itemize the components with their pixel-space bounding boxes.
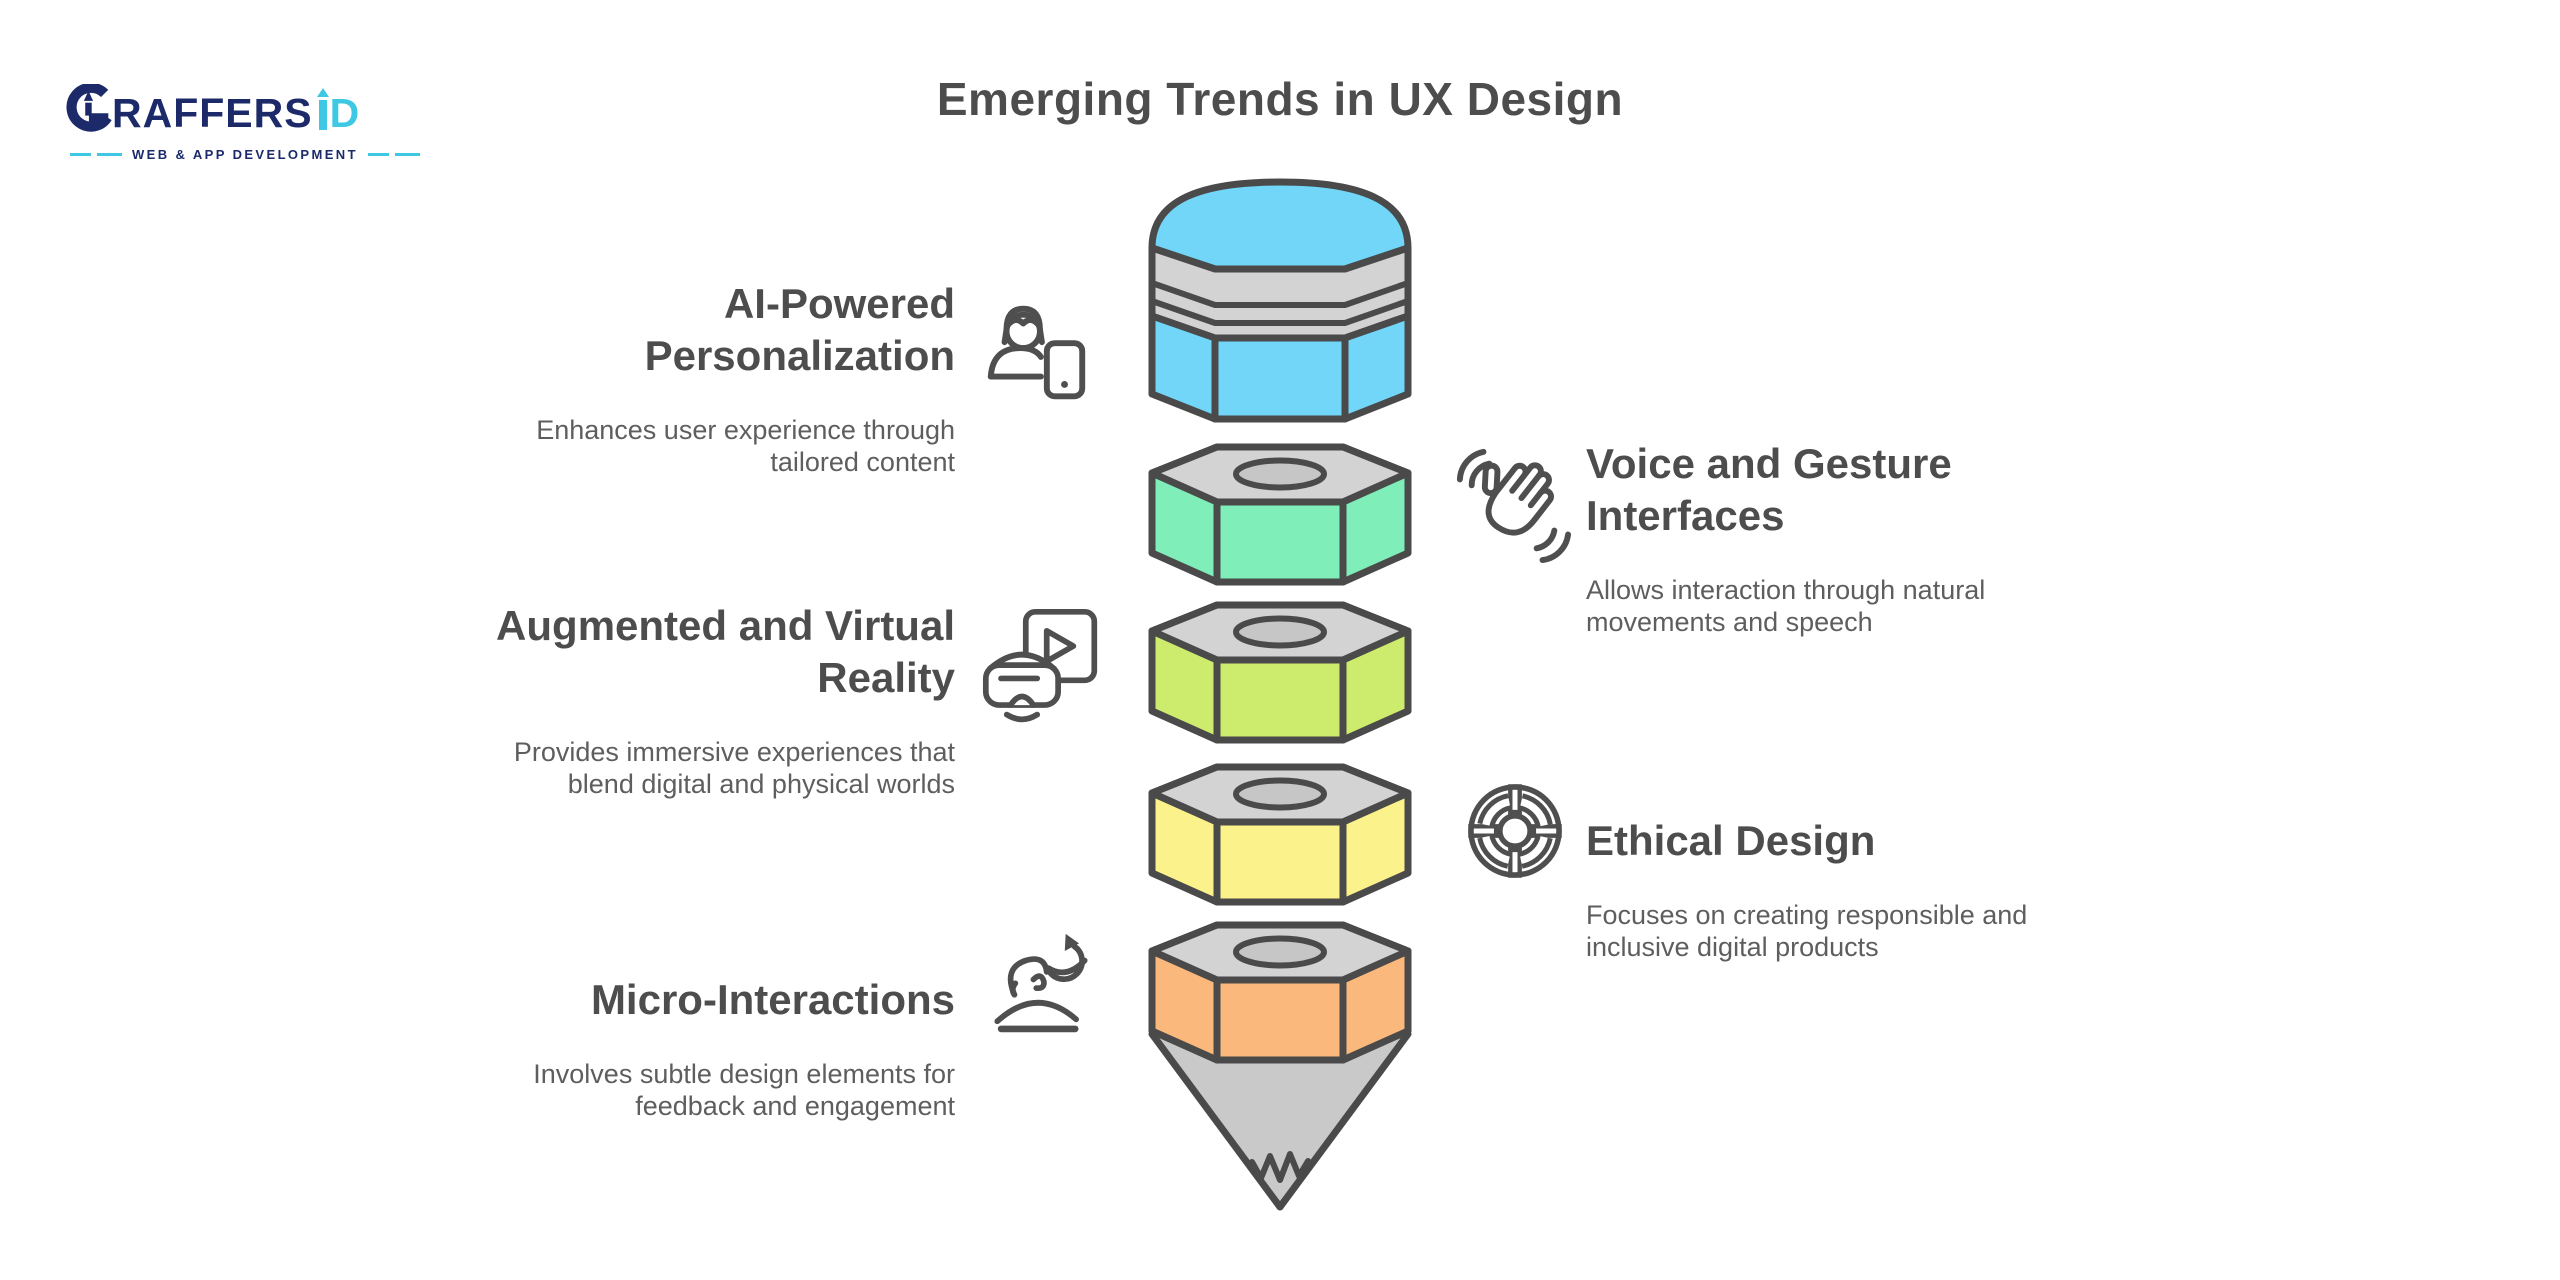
trend-voice-gesture: Voice and Gesture Interfaces Allows inte… (1586, 438, 2066, 638)
logo-tagline: WEB & APP DEVELOPMENT (132, 147, 358, 162)
graffersid-logo: RAFFERS D WEB & APP DEVELOPMENT (64, 84, 420, 162)
trend-title: AI-Powered Personalization (644, 280, 955, 379)
logo-text-raffers: RAFFERS (112, 90, 313, 136)
pencil-segment-ethical (1148, 763, 1412, 906)
trend-title: Augmented and Virtual Reality (496, 602, 955, 701)
page-title: Emerging Trends in UX Design (936, 73, 1624, 125)
logo-g-pencil-icon (66, 84, 112, 132)
trend-description: Focuses on creating responsible and incl… (1586, 900, 2028, 962)
tagline-dash-left (70, 153, 122, 156)
trend-description: Allows interaction through natural movem… (1586, 575, 1986, 637)
trend-title: Micro-Interactions (590, 976, 955, 1023)
logo-wordmark: RAFFERS D (112, 88, 360, 138)
pencil-tip (1148, 1030, 1412, 1211)
pencil-segment-voice (1148, 443, 1412, 586)
trend-description: Involves subtle design elements for feed… (533, 1059, 955, 1121)
vr-headset-video-icon (982, 608, 1098, 723)
trend-ai-personalization: AI-Powered Personalization Enhances user… (495, 278, 955, 478)
trend-ethical-design: Ethical Design Focuses on creating respo… (1586, 815, 2066, 963)
tagline-dash-right (367, 153, 420, 156)
pencil-eraser (1148, 178, 1412, 273)
trend-title: Voice and Gesture Interfaces (1586, 440, 1952, 539)
logo-pencil-i-icon (316, 88, 329, 130)
person-tablet-icon (987, 305, 1086, 400)
wheel-icon (1468, 784, 1562, 878)
rotate-head-icon (994, 933, 1088, 1033)
trend-description: Provides immersive experiences that blen… (513, 737, 955, 799)
pencil-diagram (1148, 178, 1412, 1211)
pencil-segment-ai (1148, 312, 1412, 423)
logo-text-d: D (329, 90, 361, 136)
waving-hand-icon (1456, 448, 1572, 564)
trend-description: Enhances user experience through tailore… (536, 415, 955, 477)
trend-title: Ethical Design (1586, 817, 1876, 864)
trend-ar-vr: Augmented and Virtual Reality Provides i… (495, 600, 955, 800)
pencil-tip-jagged-line (1249, 1151, 1311, 1183)
pencil-segment-ar-vr (1148, 601, 1412, 744)
trend-micro-interactions: Micro-Interactions Involves subtle desig… (495, 974, 955, 1122)
pencil-segment-micro (1148, 921, 1412, 1064)
